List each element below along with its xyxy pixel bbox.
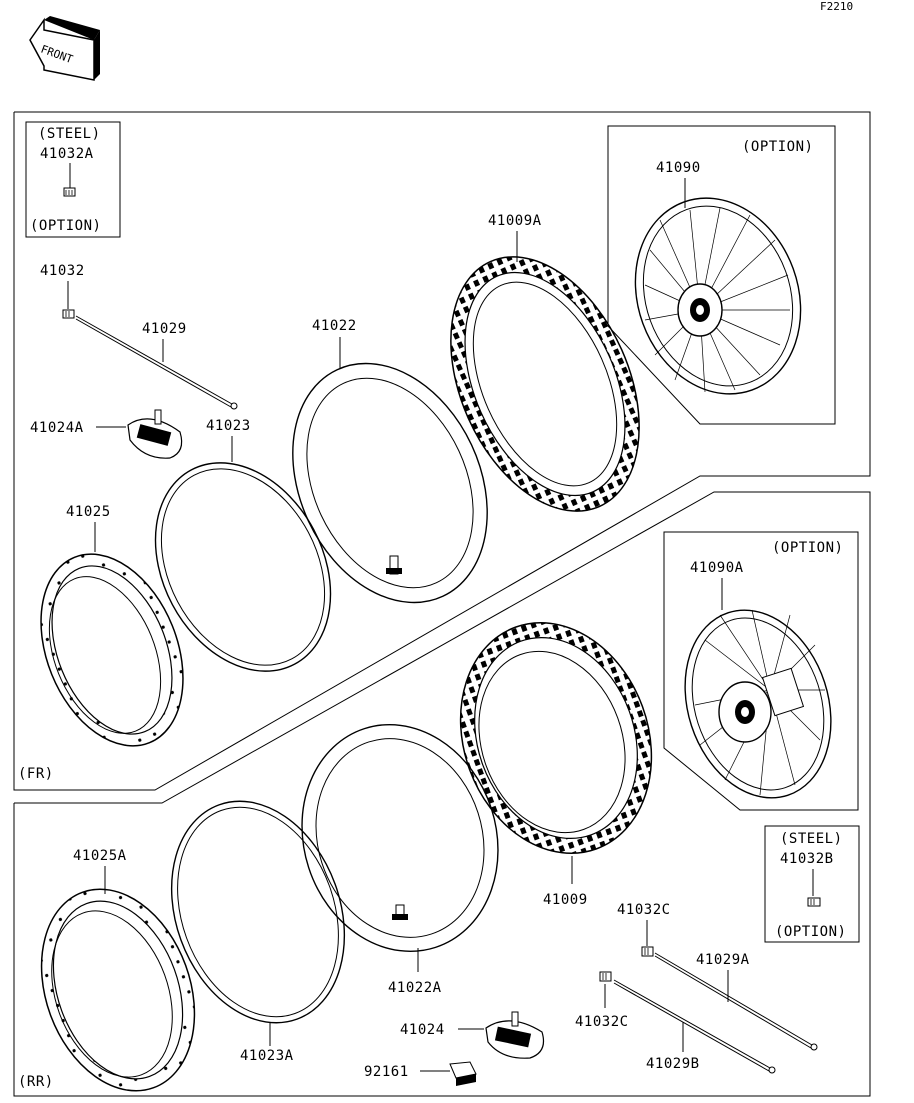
- label-41032C-lower: 41032C: [575, 1014, 629, 1030]
- rim-lock-41024-icon: [485, 1011, 545, 1059]
- option-wheel-box-front: (OPTION) 41090: [607, 125, 836, 425]
- spoke-41029A-icon: [654, 952, 818, 1051]
- steel-box-front-bottom: (OPTION): [30, 218, 101, 234]
- spacer-92161-icon: [449, 1061, 477, 1086]
- spoke-nipple-41032C-upper-icon: [641, 946, 654, 957]
- label-41009: 41009: [543, 892, 588, 908]
- label-41023A: 41023A: [240, 1048, 294, 1064]
- spoke-nipple-41032C-lower-icon: [599, 971, 612, 982]
- rim-band-41023A-icon: [170, 800, 346, 1024]
- spoked-wheel-41090-icon: [634, 197, 802, 395]
- label-41029B: 41029B: [646, 1056, 700, 1072]
- label-41029A: 41029A: [696, 952, 750, 968]
- label-41029: 41029: [142, 321, 187, 337]
- rim-band-41023-icon: [154, 462, 332, 672]
- steel-box-rear-bottom: (OPTION): [775, 924, 846, 940]
- label-41024: 41024: [400, 1022, 445, 1038]
- label-41022: 41022: [312, 318, 357, 334]
- label-41022A: 41022A: [388, 980, 442, 996]
- steel-box-rear-part: 41032B: [780, 851, 834, 867]
- front-section-label: (FR): [18, 766, 54, 782]
- inner-tube-41022-icon: [292, 362, 488, 604]
- steel-box-front-part: 41032A: [40, 146, 94, 162]
- label-41023: 41023: [206, 418, 251, 434]
- front-tire-41009A-icon: [450, 256, 640, 512]
- wheel-box-rear-note: (OPTION): [772, 540, 843, 556]
- front-rim-41025-icon: [40, 553, 184, 747]
- rear-rim-41025A-icon: [40, 888, 196, 1092]
- wheel-box-front-note: (OPTION): [742, 139, 813, 155]
- rear-section-label: (RR): [18, 1074, 54, 1090]
- steel-box-front-top: (STEEL): [38, 126, 101, 142]
- spoke-nipple-41032B-icon: [807, 897, 821, 907]
- label-92161: 92161: [364, 1064, 409, 1080]
- figure-code: F2210: [820, 0, 853, 13]
- spoked-wheel-41090A-icon: [684, 609, 832, 799]
- label-41025: 41025: [66, 504, 111, 520]
- label-41024A: 41024A: [30, 420, 84, 436]
- inner-tube-41022A-icon: [301, 723, 499, 953]
- steel-box-rear-top: (STEEL): [780, 831, 843, 847]
- label-41025A: 41025A: [73, 848, 127, 864]
- steel-option-box-rear: (STEEL) 41032B (OPTION): [764, 825, 860, 943]
- label-41032C-upper: 41032C: [617, 902, 671, 918]
- label-41009A: 41009A: [488, 213, 542, 229]
- spoke-41029B-icon: [613, 979, 776, 1074]
- rear-tire-41009-icon: [459, 621, 653, 855]
- option-wheel-box-rear: (OPTION) 41090A: [663, 531, 859, 811]
- spoke-41029-icon: [75, 315, 238, 410]
- rear-section-outline: [13, 491, 871, 1097]
- front-section-outline: [13, 111, 871, 791]
- label-41032: 41032: [40, 263, 85, 279]
- spoke-nipple-icon: [63, 187, 76, 197]
- steel-option-box-front: (STEEL) 41032A (OPTION): [25, 121, 121, 238]
- rim-lock-41024A-icon: [127, 409, 183, 459]
- wheel-box-front-part: 41090: [656, 160, 701, 176]
- wheel-box-rear-part: 41090A: [690, 560, 744, 576]
- front-direction-arrow-icon: FRONT: [29, 16, 100, 81]
- spoke-nipple-41032-icon: [62, 309, 75, 319]
